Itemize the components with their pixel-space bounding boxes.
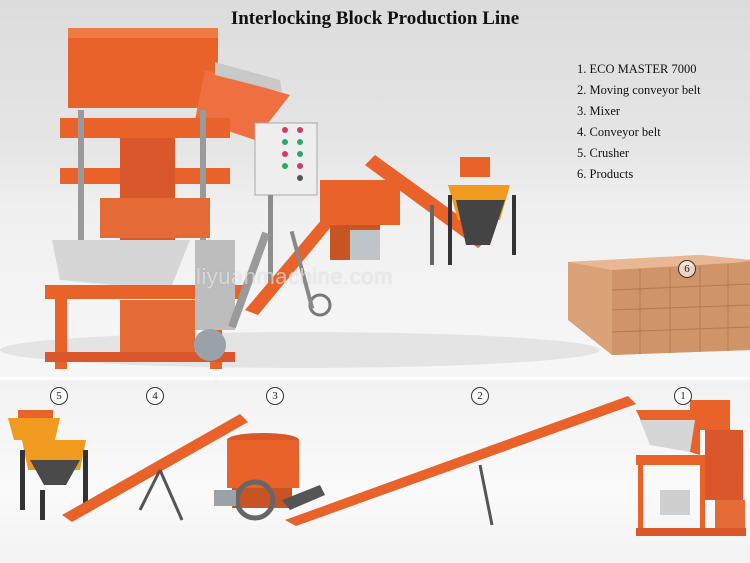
crusher: [448, 157, 516, 265]
legend-item-1: 1. ECO MASTER 7000: [577, 62, 697, 76]
marker-products: 6: [678, 260, 696, 278]
marker-crusher: 5: [50, 387, 68, 405]
page-title: Interlocking Block Production Line: [230, 8, 520, 29]
conveyor-belt-component: [62, 414, 248, 522]
marker-moving-conveyor: 2: [471, 387, 489, 405]
legend-item-6: 6. Products: [577, 167, 634, 181]
components-panel: [0, 380, 750, 563]
marker-conveyor-belt: 4: [146, 387, 164, 405]
component-legend: 1. ECO MASTER 7000 2. Moving conveyor be…: [577, 59, 701, 185]
legend-item-5: 5. Crusher: [577, 146, 630, 160]
marker-eco-master: 1: [674, 387, 692, 405]
mixer: [289, 180, 400, 317]
moving-conveyor-belt: [245, 205, 345, 315]
marker-mixer: 3: [266, 387, 284, 405]
legend-item-2: 2. Moving conveyor belt: [577, 83, 701, 97]
conveyor-belt: [365, 155, 490, 248]
panel-divider: [0, 377, 750, 381]
watermark: liyuanmachine.com: [196, 264, 393, 289]
crusher-component: [8, 410, 88, 520]
moving-conveyor-component: [285, 396, 636, 526]
mixer-component: [214, 433, 325, 521]
eco-master-component: [636, 400, 746, 536]
legend-item-3: 3. Mixer: [577, 104, 621, 118]
legend-item-4: 4. Conveyor belt: [577, 125, 661, 139]
product-blocks: [568, 255, 750, 355]
production-line-render: [0, 28, 750, 369]
control-panel: [254, 122, 318, 285]
